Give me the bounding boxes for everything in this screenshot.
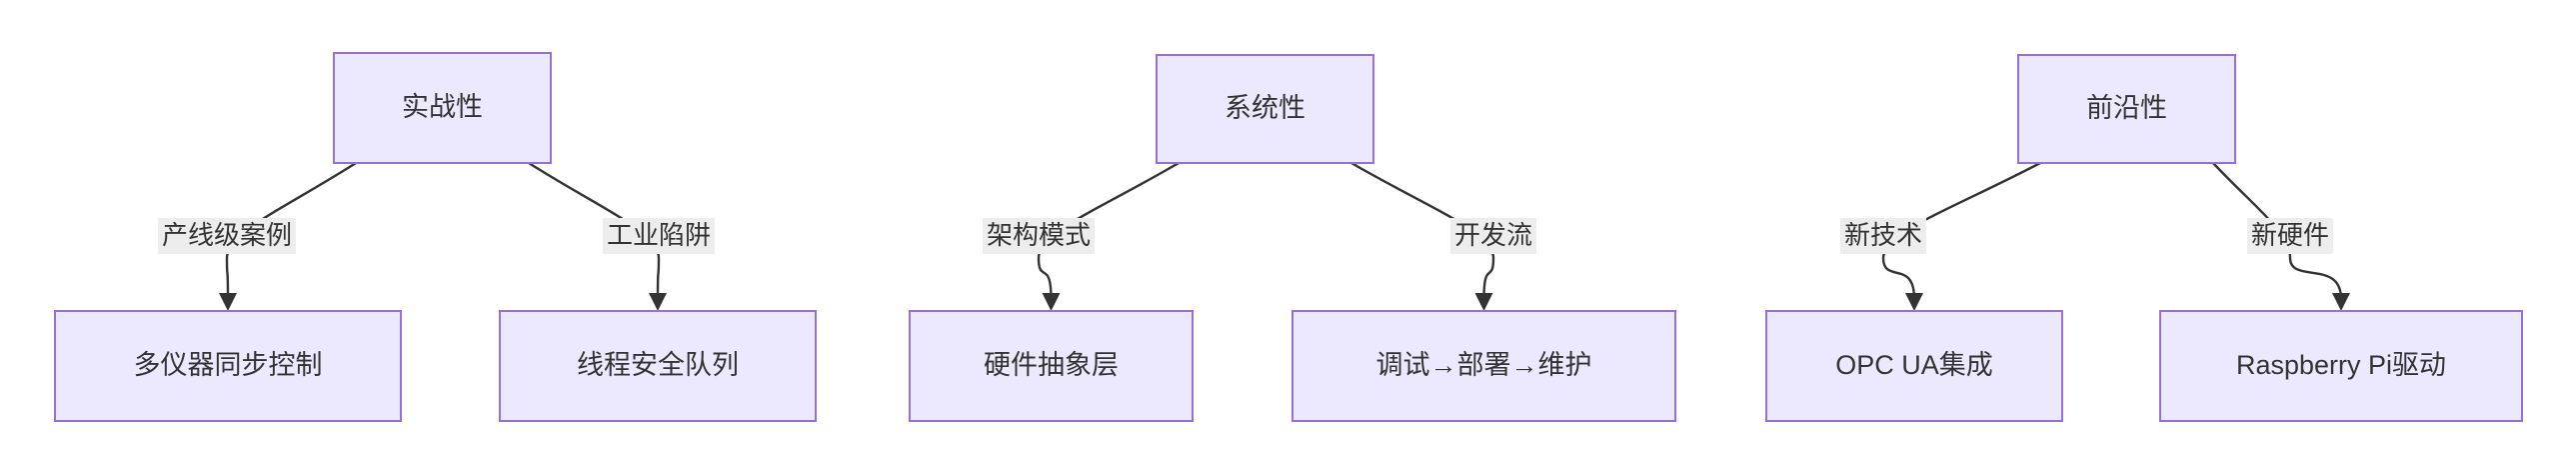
- node-opc-ua-integration-edge-label-bg: [1840, 218, 1926, 254]
- node-multi-instrument-sync-control-rect[interactable]: [54, 310, 402, 422]
- node-raspberry-pi-driver-edge-arrow-icon: [2332, 293, 2350, 311]
- node-multi-instrument-sync-control-edge-arrow-icon: [219, 293, 237, 311]
- node-raspberry-pi-driver-edge-label-bg: [2247, 218, 2333, 254]
- node-opc-ua-integration[interactable]: OPC UA集成: [1765, 310, 2063, 422]
- node-systematicity-rect[interactable]: [1156, 54, 1374, 164]
- node-thread-safe-queue-rect[interactable]: [499, 310, 817, 422]
- node-debug-deploy-maintain-edge-arrow-icon: [1474, 293, 1493, 311]
- node-hardware-abstraction-layer-edge-label-bg: [983, 218, 1095, 254]
- node-raspberry-pi-driver-edge-label-text: 新硬件: [2251, 220, 2329, 250]
- node-thread-safe-queue-edge-label-group: 工业陷阱: [603, 218, 715, 254]
- node-thread-safe-queue-edge-label-text: 工业陷阱: [607, 220, 711, 250]
- node-hardware-abstraction-layer-label: 硬件抽象层: [984, 350, 1119, 380]
- node-multi-instrument-sync-control[interactable]: 多仪器同步控制: [54, 310, 402, 422]
- node-practicality[interactable]: 实战性: [333, 52, 552, 164]
- node-raspberry-pi-driver-rect[interactable]: [2159, 310, 2523, 422]
- node-debug-deploy-maintain-edge-label-text: 开发流: [1454, 220, 1532, 250]
- node-hardware-abstraction-layer-edge-arrow-icon: [1042, 293, 1061, 311]
- node-raspberry-pi-driver[interactable]: Raspberry Pi驱动: [2159, 310, 2523, 422]
- node-opc-ua-integration-label: OPC UA集成: [1835, 350, 1993, 380]
- node-debug-deploy-maintain[interactable]: 调试→部署→维护: [1291, 310, 1676, 422]
- node-hardware-abstraction-layer[interactable]: 硬件抽象层: [909, 310, 1194, 422]
- node-thread-safe-queue-edge-arrow-icon: [649, 293, 667, 311]
- node-systematicity-label: 系统性: [1225, 93, 1305, 123]
- node-systematicity[interactable]: 系统性: [1156, 54, 1374, 164]
- node-multi-instrument-sync-control-edge-label-group: 产线级案例: [158, 218, 296, 254]
- node-opc-ua-integration-edge-arrow-icon: [1905, 293, 1923, 311]
- edge-labels-layer: 产线级案例 工业陷阱 架构模式 开发流 新技术 新硬件: [158, 218, 2333, 254]
- node-hardware-abstraction-layer-rect[interactable]: [909, 310, 1194, 422]
- node-debug-deploy-maintain-edge-label-group: 开发流: [1450, 218, 1536, 254]
- node-practicality-rect[interactable]: [333, 52, 552, 164]
- node-thread-safe-queue[interactable]: 线程安全队列: [499, 310, 817, 422]
- node-hardware-abstraction-layer-edge-label-group: 架构模式: [983, 218, 1095, 254]
- node-practicality-label: 实战性: [402, 92, 483, 122]
- edges-layer: [219, 161, 2350, 311]
- node-raspberry-pi-driver-edge-label-group: 新硬件: [2247, 218, 2333, 254]
- node-opc-ua-integration-edge-label-group: 新技术: [1840, 218, 1926, 254]
- node-multi-instrument-sync-control-edge-label-text: 产线级案例: [162, 220, 292, 250]
- node-multi-instrument-sync-control-edge-label-bg: [158, 218, 296, 254]
- node-cutting-edge-label: 前沿性: [2086, 93, 2167, 123]
- node-cutting-edge-rect[interactable]: [2017, 54, 2236, 164]
- node-raspberry-pi-driver-label: Raspberry Pi驱动: [2236, 350, 2446, 380]
- node-multi-instrument-sync-control-label: 多仪器同步控制: [134, 350, 323, 380]
- node-raspberry-pi-driver-edge-path: [2212, 162, 2343, 300]
- node-thread-safe-queue-edge-label-bg: [603, 218, 715, 254]
- node-opc-ua-integration-rect[interactable]: [1765, 310, 2063, 422]
- node-debug-deploy-maintain-label: 调试→部署→维护: [1376, 350, 1592, 380]
- node-cutting-edge[interactable]: 前沿性: [2017, 54, 2236, 164]
- node-hardware-abstraction-layer-edge-label-text: 架构模式: [987, 220, 1091, 250]
- node-opc-ua-integration-edge-label-text: 新技术: [1844, 220, 1922, 250]
- node-debug-deploy-maintain-edge-label-bg: [1450, 218, 1536, 254]
- node-debug-deploy-maintain-rect[interactable]: [1291, 310, 1676, 422]
- node-thread-safe-queue-label: 线程安全队列: [577, 350, 739, 380]
